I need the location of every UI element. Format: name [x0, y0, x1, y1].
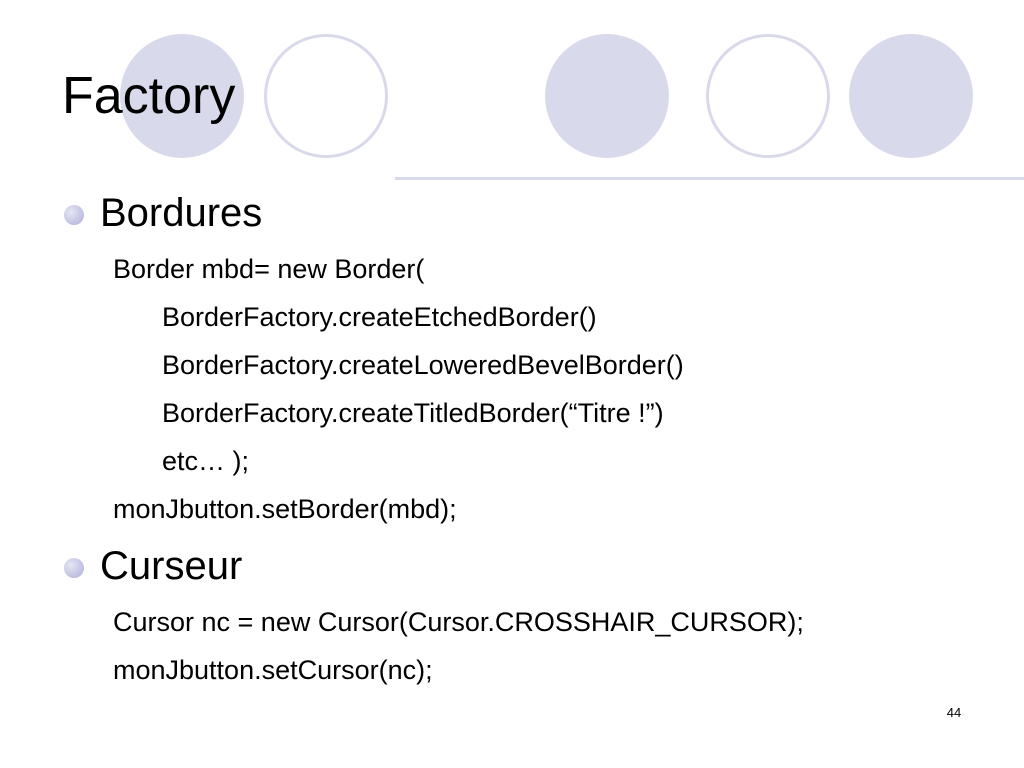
code-line: BorderFactory.createTitledBorder(“Titre … [162, 398, 664, 428]
bullet-heading-curseur: Curseur [64, 543, 243, 589]
bullet-icon [64, 205, 84, 225]
bullet-heading-label: Curseur [100, 544, 243, 588]
decorative-circle-outline [706, 34, 830, 158]
bullet-heading-label: Bordures [100, 191, 263, 235]
decorative-circle [545, 34, 669, 158]
code-line: monJbutton.setBorder(mbd); [113, 494, 457, 524]
slide-title: Factory [62, 67, 236, 125]
code-line: Border mbd= new Border( [113, 254, 425, 284]
bullet-heading-bordures: Bordures [64, 190, 263, 236]
code-line: monJbutton.setCursor(nc); [113, 655, 433, 685]
code-line: etc… ); [162, 446, 250, 476]
code-line: BorderFactory.createLoweredBevelBorder() [162, 350, 684, 380]
page-number: 44 [946, 705, 962, 720]
decorative-circle-outline [264, 34, 388, 158]
title-divider [395, 177, 1024, 180]
code-line: Cursor nc = new Cursor(Cursor.CROSSHAIR_… [113, 607, 804, 637]
decorative-circle [120, 34, 244, 158]
code-line: BorderFactory.createEtchedBorder() [162, 302, 597, 332]
bullet-icon [64, 558, 84, 578]
decorative-circle [849, 34, 973, 158]
